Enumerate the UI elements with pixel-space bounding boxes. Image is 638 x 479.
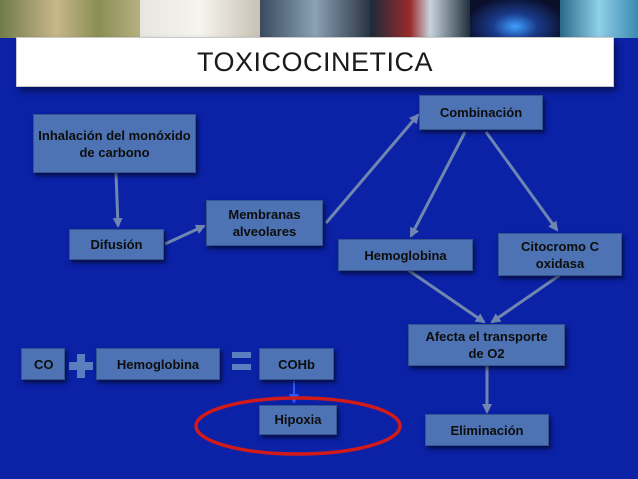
hipoxia-highlight-ellipse: [194, 396, 402, 456]
node-difusion: Difusión: [69, 229, 164, 260]
node-eliminacion-label: Eliminación: [450, 422, 524, 438]
node-co-label: CO: [34, 356, 54, 372]
node-afecta-label: Afecta el transporte de O2: [425, 329, 548, 361]
node-eliminacion: Eliminación: [425, 414, 549, 446]
node-difusion-label: Difusión: [90, 237, 143, 252]
arrow-inhalacion-difusion: [112, 172, 123, 228]
node-co: CO: [21, 348, 65, 380]
node-hipoxia: Hipoxia: [259, 405, 337, 435]
node-citocromo-label: Citocromo C oxidasa: [521, 238, 599, 271]
arrow-hemoglobina-afecta: [407, 268, 486, 324]
plus-icon: [69, 354, 93, 378]
node-membranas: Membranas alveolares: [206, 200, 323, 246]
arrow-citocromo-afecta: [490, 273, 561, 324]
node-afecta: Afecta el transporte de O2: [408, 324, 565, 366]
arrow-difusion-membranas: [164, 224, 206, 246]
node-hemoglobina-eq-label: Hemoglobina: [116, 356, 200, 372]
node-hemoglobina-label: Hemoglobina: [364, 247, 447, 263]
arrow-combinacion-citocromo: [484, 131, 559, 232]
equals-icon: [232, 352, 251, 370]
arrow-membranas-combinacion: [324, 113, 420, 224]
node-hemoglobina-eq: Hemoglobina: [96, 348, 220, 380]
node-membranas-label: Membranas alveolares: [228, 207, 301, 239]
node-inhalacion-label: Inhalación del monóxido de carbono: [38, 127, 191, 160]
capsules-photo: [0, 0, 140, 38]
node-combinacion: Combinación: [419, 95, 543, 130]
cherries-photo: [140, 0, 260, 38]
node-hemoglobina: Hemoglobina: [338, 239, 473, 271]
title-bar: TOXICOCINETICA: [16, 37, 614, 87]
water-photo: [560, 0, 638, 38]
node-cohb: COHb: [259, 348, 334, 380]
node-citocromo: Citocromo C oxidasa: [498, 233, 622, 276]
node-combinacion-label: Combinación: [439, 105, 523, 120]
node-cohb-label: COHb: [278, 356, 315, 372]
node-hipoxia-label: Hipoxia: [274, 412, 322, 427]
header-photo-strip: [0, 0, 638, 38]
blood-tubes-photo: [370, 0, 470, 38]
arrow-combinacion-hemoglobina: [409, 131, 467, 238]
node-inhalacion: Inhalación del monóxido de carbono: [33, 114, 196, 173]
page-title: TOXICOCINETICA: [196, 46, 434, 77]
cityscape-photo: [260, 0, 370, 38]
gas-flame-photo: [470, 0, 560, 38]
